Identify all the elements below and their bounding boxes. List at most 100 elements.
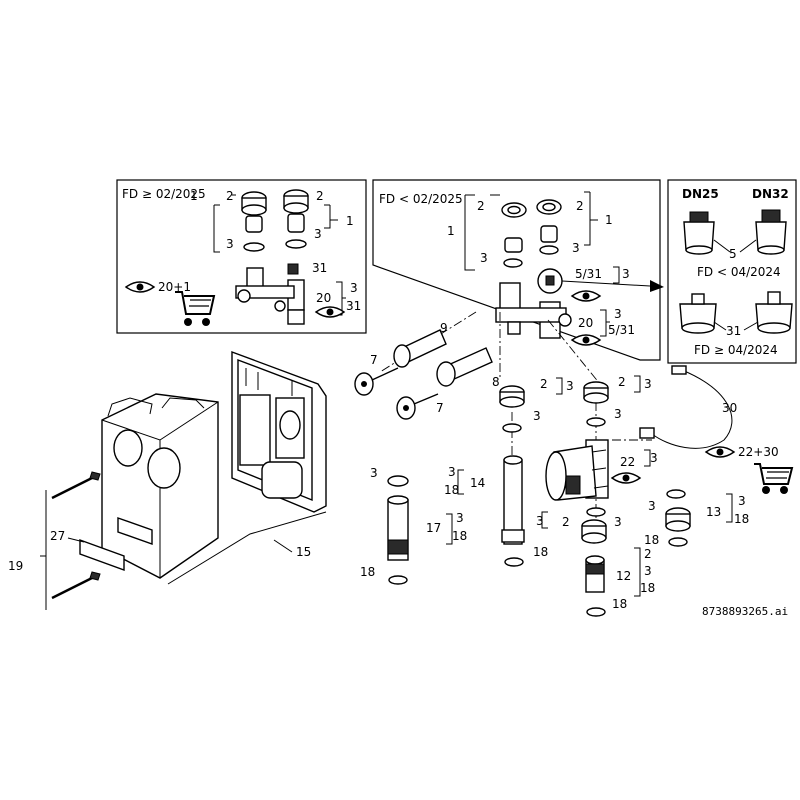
callout-3: 3 bbox=[614, 515, 622, 529]
bracket-mid-1 bbox=[464, 194, 500, 271]
eye-icon bbox=[610, 472, 642, 484]
callout-2: 2 bbox=[540, 377, 548, 391]
callout-1: 1 bbox=[447, 224, 455, 238]
gasket-left-a bbox=[243, 242, 265, 252]
callout-18: 18 bbox=[360, 565, 375, 579]
callout-7: 7 bbox=[370, 353, 378, 367]
label-dn32: DN32 bbox=[752, 187, 789, 201]
callout-2: 2 bbox=[618, 375, 626, 389]
shopping-cart-icon bbox=[754, 463, 794, 494]
screw-bottom bbox=[51, 571, 101, 600]
eye-icon bbox=[570, 290, 602, 302]
callout-18: 18 bbox=[640, 581, 655, 595]
callout-17: 17 bbox=[426, 521, 441, 535]
callout-22: 22 bbox=[620, 455, 635, 469]
callout-27: 27 bbox=[50, 529, 65, 543]
tailpiece-mid-b bbox=[540, 225, 558, 243]
gasket-mid-b bbox=[539, 245, 559, 255]
tailpiece-left-b bbox=[287, 213, 305, 233]
callout-2: 2 bbox=[562, 515, 570, 529]
label-fd-before-2024: FD < 04/2024 bbox=[697, 265, 781, 279]
inset-title-left: FD ≥ 02/2025 bbox=[122, 187, 206, 201]
valve-body-left bbox=[235, 267, 305, 325]
nut-pump-top bbox=[583, 381, 609, 404]
check-valve-dn32-new bbox=[755, 291, 793, 334]
callout-2: 2 bbox=[226, 189, 234, 203]
callout-3: 3 bbox=[622, 267, 630, 281]
gasket-center bbox=[502, 423, 522, 433]
label-plate bbox=[79, 539, 125, 571]
callout-3: 3 bbox=[614, 407, 622, 421]
callout-18: 18 bbox=[734, 512, 749, 526]
inset-frame-left bbox=[116, 179, 367, 334]
handle-7-upper bbox=[354, 367, 399, 396]
callout-18: 18 bbox=[612, 597, 627, 611]
callout-1: 1 bbox=[605, 213, 613, 227]
callout-1: 1 bbox=[190, 189, 198, 203]
callout-3: 3 bbox=[480, 251, 488, 265]
drawing-id: 8738893265.ai bbox=[702, 605, 788, 618]
gasket-mid-a bbox=[503, 258, 523, 268]
callout-3: 3 bbox=[350, 281, 358, 295]
thermometer-8 bbox=[436, 347, 493, 387]
union-nut-left-a bbox=[241, 191, 267, 216]
callout-2: 2 bbox=[477, 199, 485, 213]
callout-5-31: 5/31 bbox=[608, 323, 635, 337]
tailpiece-left-a bbox=[245, 215, 263, 233]
gasket-right-column bbox=[666, 489, 686, 499]
cart-label-left: 20+1 bbox=[158, 280, 191, 294]
callout-19: 19 bbox=[8, 559, 23, 573]
callout-12: 12 bbox=[616, 569, 631, 583]
eye-icon bbox=[704, 446, 736, 458]
housing-front-cover bbox=[101, 393, 219, 579]
callout-8: 8 bbox=[492, 375, 500, 389]
sensor-cable bbox=[639, 365, 733, 449]
inset-dn-variants: DN25 DN32 5 FD < 04/2024 31 FD ≥ 04/ bbox=[667, 179, 797, 364]
circulation-pump bbox=[545, 439, 609, 501]
callout-7: 7 bbox=[436, 401, 444, 415]
cart-label-right: 22+30 bbox=[738, 445, 779, 459]
callout-3: 3 bbox=[314, 227, 322, 241]
callout-3: 3 bbox=[566, 379, 574, 393]
inset-title-middle: FD < 02/2025 bbox=[379, 192, 463, 206]
callout-3: 3 bbox=[644, 564, 652, 578]
callout-3: 3 bbox=[572, 241, 580, 255]
pipe-12 bbox=[585, 555, 605, 593]
inset-fd-before-2025: FD < 02/2025 2 1 3 2 1 3 5/31 3 bbox=[372, 179, 664, 361]
callout-14: 14 bbox=[470, 476, 485, 490]
bracket-mid-2 bbox=[584, 191, 598, 246]
valve-body-mid bbox=[495, 282, 572, 339]
small-insert-left bbox=[287, 263, 299, 275]
callout-3: 3 bbox=[370, 466, 378, 480]
housing-rear bbox=[231, 350, 327, 513]
eye-icon bbox=[570, 334, 602, 346]
callout-3: 3 bbox=[456, 511, 464, 525]
callout-31: 31 bbox=[726, 324, 741, 338]
label-dn25: DN25 bbox=[682, 187, 719, 201]
bracket-right-1 bbox=[324, 204, 338, 229]
handle-7-lower bbox=[396, 393, 439, 420]
callout-31: 31 bbox=[346, 299, 361, 313]
callout-18: 18 bbox=[533, 545, 548, 559]
callout-20: 20 bbox=[578, 316, 593, 330]
callout-18: 18 bbox=[644, 533, 659, 547]
screw-top bbox=[51, 471, 101, 500]
callout-3: 3 bbox=[614, 307, 622, 321]
eye-icon bbox=[314, 306, 346, 318]
callout-3: 3 bbox=[738, 494, 746, 508]
eye-icon bbox=[124, 281, 156, 293]
gasket-18-left bbox=[388, 575, 408, 585]
gasket-pump-top bbox=[586, 417, 606, 427]
check-valve-dn25-old bbox=[683, 211, 715, 255]
callout-2: 2 bbox=[576, 199, 584, 213]
thermometer-9 bbox=[393, 329, 447, 368]
callout-3: 3 bbox=[644, 377, 652, 391]
check-valve-dn32-old bbox=[755, 209, 787, 255]
gasket-18-right bbox=[668, 537, 688, 547]
inset-frame-middle bbox=[372, 179, 661, 361]
fitting-13 bbox=[665, 507, 691, 532]
check-valve-dn25-new bbox=[679, 293, 717, 334]
union-nut-left-b bbox=[283, 189, 309, 214]
pipe-14 bbox=[501, 455, 525, 545]
